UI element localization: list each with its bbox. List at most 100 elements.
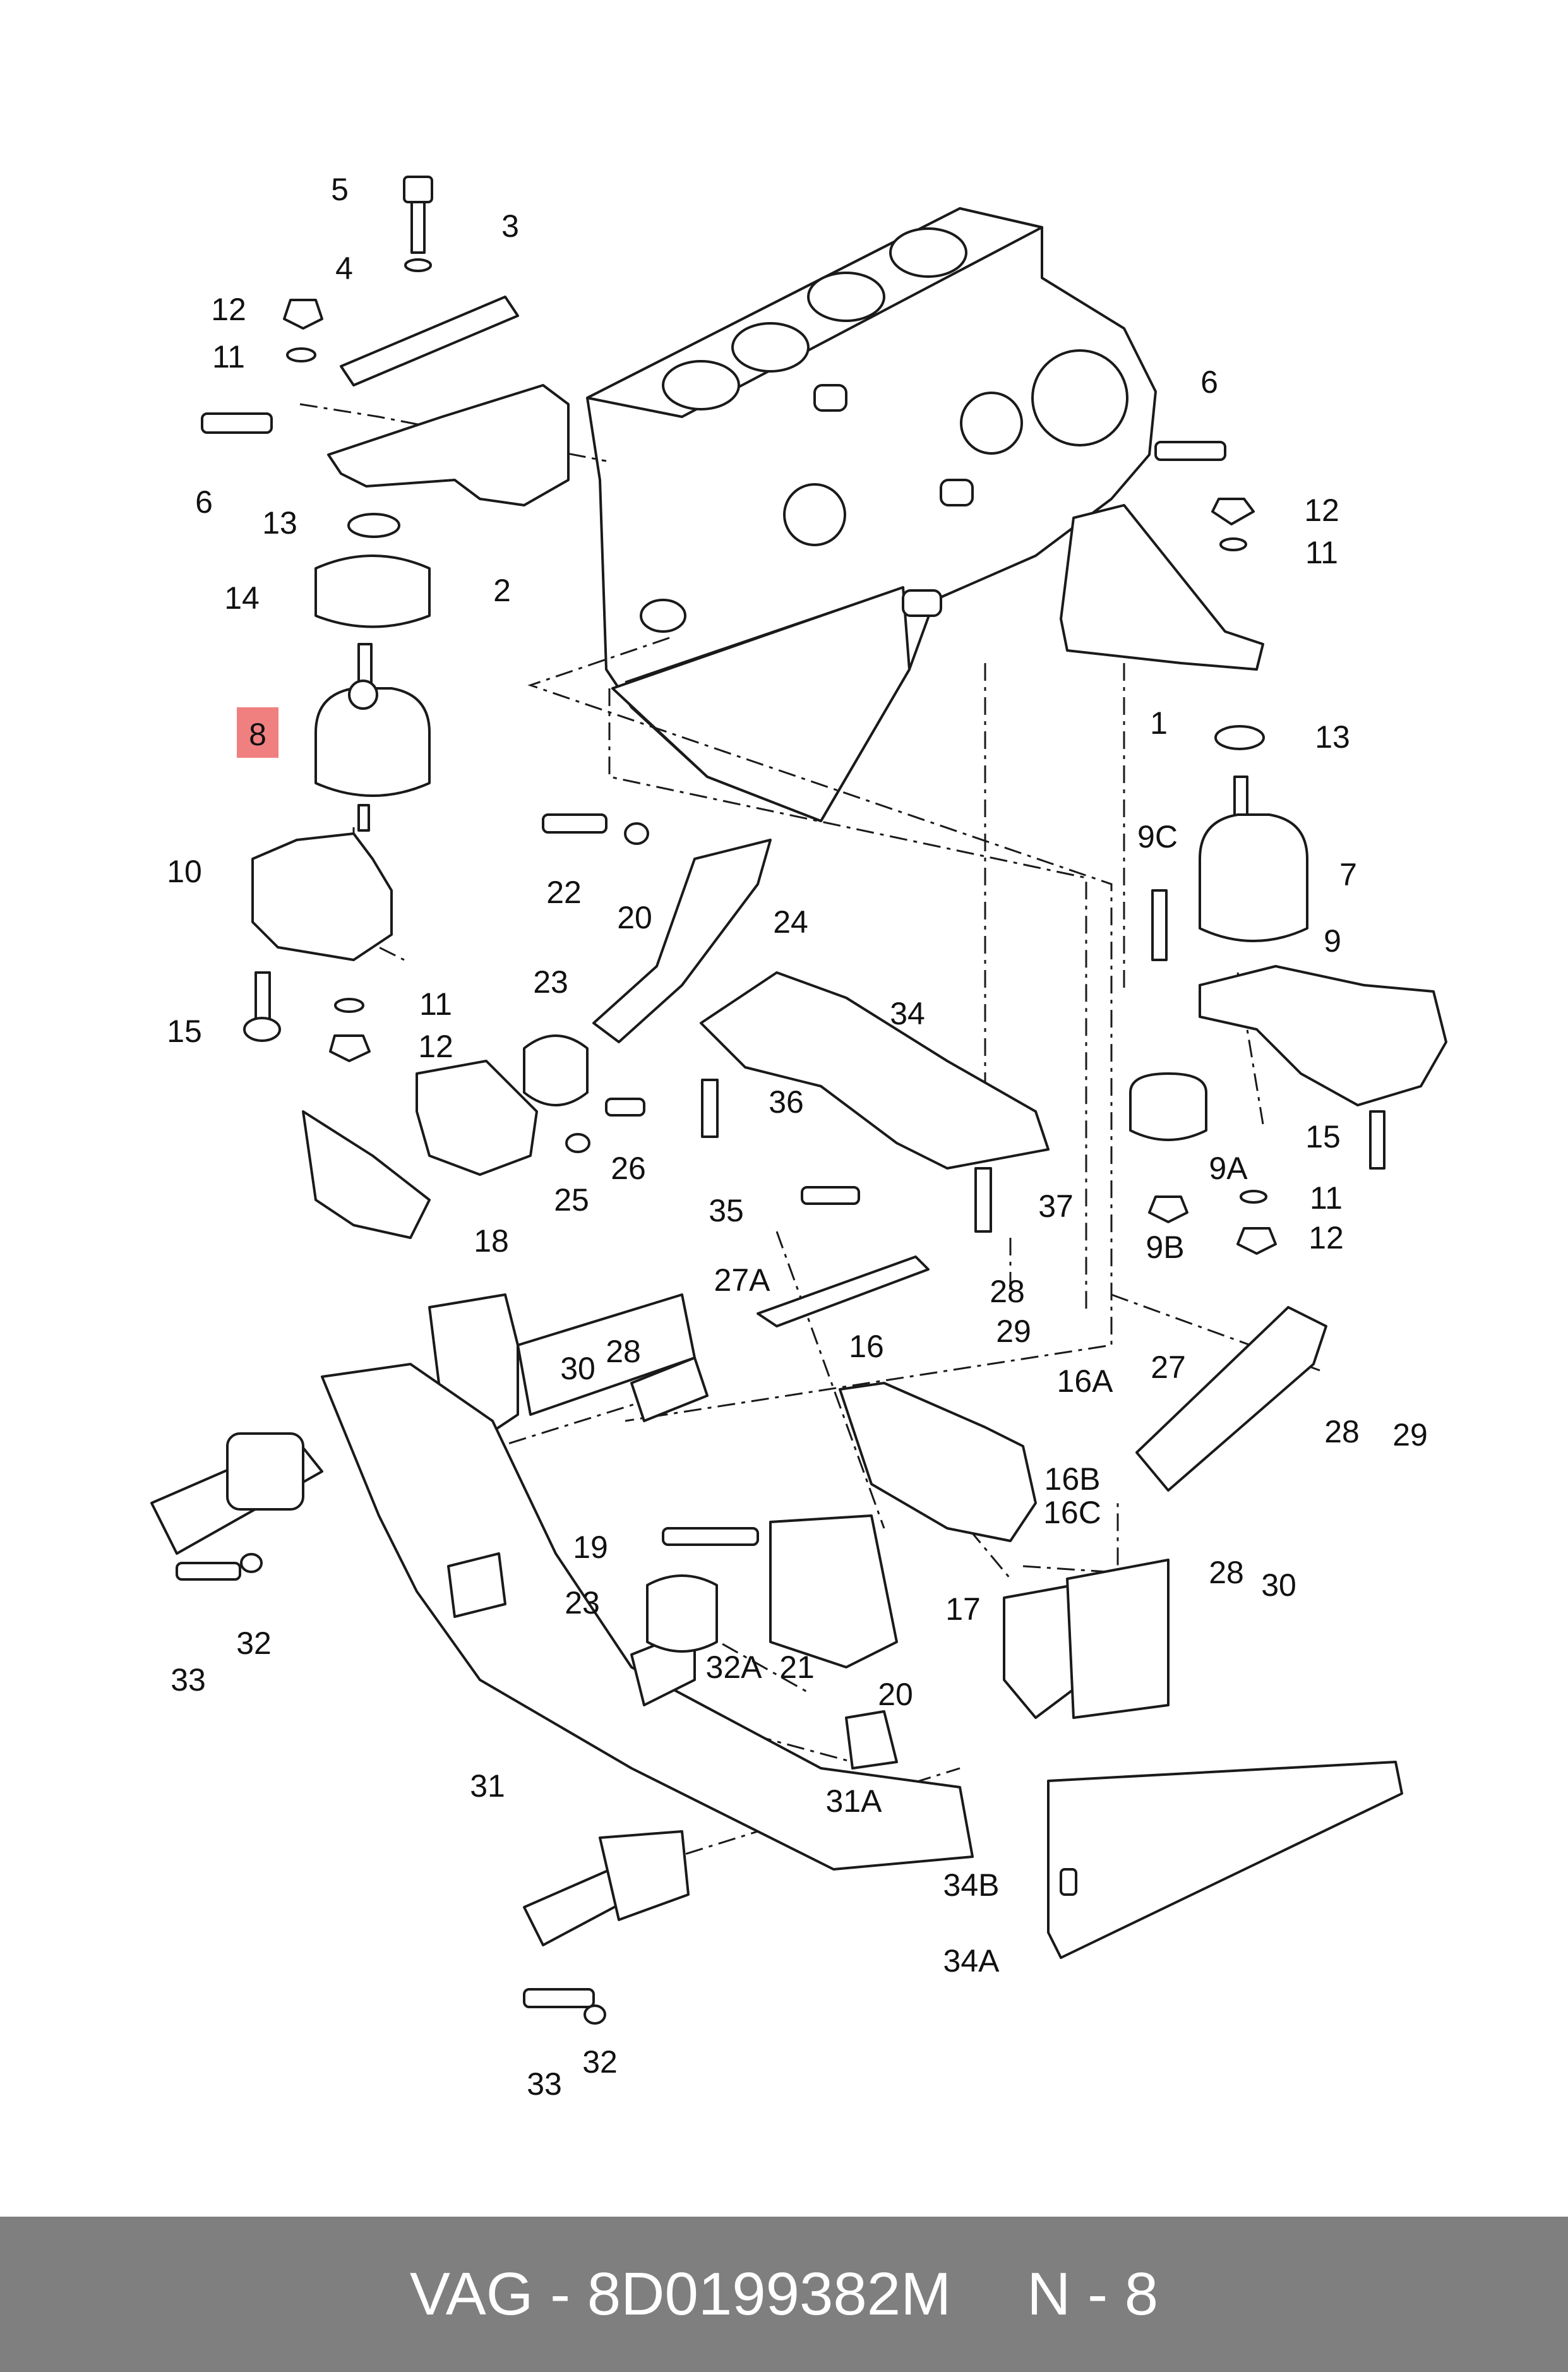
callout-c16: 16 (849, 1329, 884, 1364)
callout-c28c: 28 (1324, 1414, 1360, 1449)
callout-label: 12 (418, 1029, 453, 1064)
callout-label: 20 (878, 1677, 913, 1712)
callout-c13b: 13 (1315, 719, 1350, 755)
callout-label: 11 (1305, 535, 1338, 570)
callout-c34: 34 (890, 996, 925, 1031)
callout-label: 9C (1137, 819, 1178, 854)
callout-label: 6 (1200, 364, 1218, 400)
callout-c2: 2 (493, 573, 511, 608)
callout-label: 9B (1146, 1230, 1184, 1265)
callout-label: 34A (943, 1943, 1000, 1979)
callout-label: 31A (826, 1783, 883, 1819)
callout-c11d: 11 (1310, 1180, 1343, 1216)
callout-label: 10 (167, 854, 202, 889)
callout-label: 12 (1308, 1220, 1344, 1255)
callout-highlight (237, 707, 278, 758)
callout-c34a: 34A (943, 1943, 1000, 1979)
callout-c20b: 20 (878, 1677, 913, 1712)
left-engine-mount (201, 176, 570, 1062)
callout-c37: 37 (1038, 1189, 1074, 1224)
callout-c27a: 27A (714, 1262, 771, 1298)
callout-c12b: 12 (1304, 493, 1339, 528)
callout-label: 33 (171, 1662, 206, 1698)
callout-c16a: 16A (1057, 1363, 1114, 1399)
callout-label: 11 (1310, 1180, 1343, 1216)
callout-c14: 14 (224, 580, 260, 616)
callout-label: 25 (554, 1182, 589, 1218)
callout-c19: 19 (573, 1530, 608, 1565)
callout-label: 12 (1304, 493, 1339, 528)
callout-label: 11 (419, 986, 452, 1022)
callout-c7: 7 (1339, 857, 1357, 892)
diagram-position: N - 8 (1027, 2260, 1159, 2328)
callout-c20a: 20 (617, 900, 652, 935)
callout-label: 16A (1057, 1363, 1114, 1399)
callout-c15a: 15 (167, 1014, 202, 1049)
callout-c11b: 11 (1305, 535, 1338, 570)
callout-label: 27 (1151, 1350, 1186, 1385)
callout-c29b: 29 (1392, 1417, 1428, 1453)
callout-c13a: 13 (262, 505, 297, 541)
callout-c25: 25 (554, 1182, 589, 1218)
callout-label: 24 (773, 904, 808, 940)
callout-label: 27A (714, 1262, 771, 1298)
callout-label: 34B (943, 1867, 1000, 1903)
callout-c6a: 6 (195, 484, 213, 520)
callout-label: 28 (606, 1334, 641, 1369)
callout-c9c: 9C (1137, 819, 1178, 854)
callout-label: 33 (527, 2066, 562, 2102)
callout-label: 4 (335, 251, 353, 286)
footer-bar: VAG - 8D0199382M N - 8 (0, 2217, 1568, 2372)
callout-c29a: 29 (996, 1314, 1031, 1349)
callout-label: 32 (236, 1626, 272, 1661)
callout-label: 1 (1150, 705, 1168, 741)
callout-label: 7 (1339, 857, 1357, 892)
callout-label: 28 (1209, 1555, 1244, 1590)
centre-assembly (302, 813, 1050, 1239)
callout-c21: 21 (779, 1650, 815, 1685)
callout-c4: 4 (335, 251, 353, 286)
callout-c17: 17 (945, 1591, 981, 1627)
right-engine-mount (1060, 441, 1447, 1255)
callout-label: 13 (1315, 719, 1350, 755)
callout-label: 35 (709, 1193, 744, 1228)
callout-c31: 31 (470, 1768, 505, 1804)
callout-c10: 10 (167, 854, 202, 889)
callout-c3: 3 (501, 208, 519, 244)
callout-c9b: 9B (1146, 1230, 1184, 1265)
callout-c33b: 33 (527, 2066, 562, 2102)
callout-label: 16B (1044, 1461, 1101, 1497)
callout-label: 34 (890, 996, 925, 1031)
callout-c30b: 30 (1261, 1567, 1296, 1603)
parts-diagram: 12345667899A9B9C101111111112121212131314… (150, 172, 1447, 2102)
callout-c30a: 30 (560, 1351, 595, 1386)
callout-label: 23 (565, 1585, 600, 1620)
callout-label: 32A (706, 1650, 763, 1685)
callout-c28d: 28 (1209, 1555, 1244, 1590)
callout-label: 11 (212, 339, 245, 374)
callout-label: 22 (546, 875, 582, 910)
callout-c33a: 33 (171, 1662, 206, 1698)
callout-c12d: 12 (1308, 1220, 1344, 1255)
callout-c8: 8 (237, 707, 278, 758)
callout-label: 9A (1209, 1151, 1248, 1186)
engine-block (586, 207, 1157, 822)
callout-c5: 5 (331, 172, 349, 207)
callout-label: 12 (211, 292, 246, 327)
callout-label: 28 (1324, 1414, 1360, 1449)
callout-c16c: 16C (1043, 1495, 1101, 1530)
callout-c32c: 32A (706, 1650, 763, 1685)
callout-c12a: 12 (211, 292, 246, 327)
callout-c9: 9 (1324, 923, 1341, 959)
callout-label: 8 (249, 717, 266, 752)
callout-label: 14 (224, 580, 260, 616)
callout-label: 19 (573, 1530, 608, 1565)
callout-c28b: 28 (606, 1334, 641, 1369)
callout-c26: 26 (611, 1151, 646, 1186)
callout-c28a: 28 (990, 1274, 1025, 1309)
lower-subframe (150, 1255, 1403, 2025)
callout-c34b: 34B (943, 1867, 1000, 1903)
callout-label: 29 (1392, 1417, 1428, 1453)
callout-c18: 18 (474, 1223, 509, 1259)
callout-label: 30 (1261, 1567, 1296, 1603)
